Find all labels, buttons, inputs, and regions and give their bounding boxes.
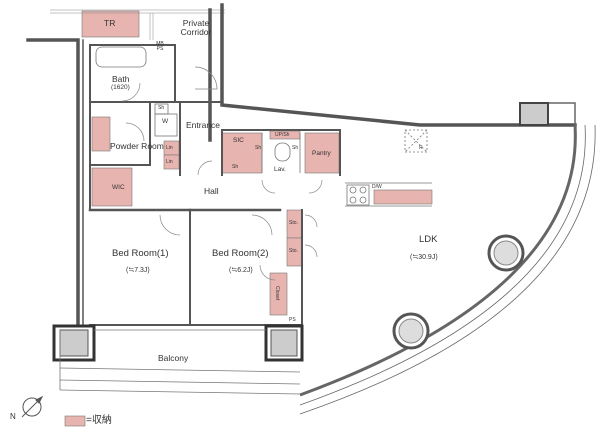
label-bath: Bath	[112, 74, 130, 84]
outer-hatch	[50, 9, 225, 40]
label-sto1: Sto.	[289, 220, 298, 226]
storage-pantry	[304, 132, 340, 174]
label-bed2-area: (≒6.2J)	[229, 267, 253, 274]
label-bed1: Bed Room(1)	[112, 248, 169, 259]
north-compass-icon: N	[10, 395, 44, 421]
thin-lines	[95, 46, 432, 207]
walls	[26, 3, 577, 327]
label-lav: Lav.	[274, 166, 286, 173]
storage-areas	[64, 10, 433, 427]
label-ldk: LDK	[419, 234, 438, 245]
storage-wic	[91, 167, 133, 207]
label-ldk-area: (≒30.9J)	[410, 254, 438, 261]
label-sic: SIC	[233, 137, 244, 144]
ms-ps-text: MB PS	[156, 41, 164, 52]
label-pantry: Pantry	[312, 150, 331, 157]
door-swings	[121, 66, 323, 281]
pillars	[52, 102, 549, 362]
label-lin1: Lin	[166, 145, 173, 151]
label-private-corridor: Private Corridor	[181, 19, 212, 36]
storage-tr	[81, 10, 140, 38]
legend-swatch	[64, 415, 86, 427]
label-sto2: Sto.	[289, 248, 298, 254]
label-sh-lav: Sh	[292, 145, 299, 151]
label-sh-sic2: Sh	[232, 164, 239, 170]
storage-kitchen	[373, 189, 433, 205]
private-corridor-text: Private Corridor	[180, 18, 212, 37]
legend-label: =収納	[86, 415, 112, 426]
label-sh-sic1: Sh	[255, 145, 262, 151]
label-ps: PS	[289, 317, 296, 323]
label-ms-ps: MB PS	[156, 42, 164, 52]
balcony-lines	[59, 329, 301, 395]
storage-closet	[269, 272, 288, 316]
label-hall: Hall	[204, 186, 219, 196]
storage-sic	[221, 132, 263, 174]
label-lin2: Lin	[166, 159, 173, 165]
label-sh-bath: Sh	[158, 105, 165, 111]
label-tr: TR	[104, 18, 116, 28]
label-entrance: Entrance	[186, 120, 221, 130]
label-powder-room: Powder Room	[110, 141, 164, 151]
label-up-sh: UP/Sh	[275, 132, 290, 138]
label-bath-size: (1620)	[111, 84, 130, 91]
label-bed1-area: (≒7.3J)	[126, 267, 150, 274]
label-dw: D/W	[372, 184, 382, 190]
label-bed2: Bed Room(2)	[212, 248, 269, 259]
label-closet: Closet	[274, 286, 280, 301]
curved-facade	[299, 102, 596, 415]
label-balcony: Balcony	[158, 353, 189, 363]
label-r: R	[419, 145, 423, 151]
label-wic: WIC	[112, 184, 125, 191]
svg-text:N: N	[10, 412, 16, 421]
label-w: W	[162, 118, 169, 125]
storage-powder-shelf	[91, 116, 111, 152]
